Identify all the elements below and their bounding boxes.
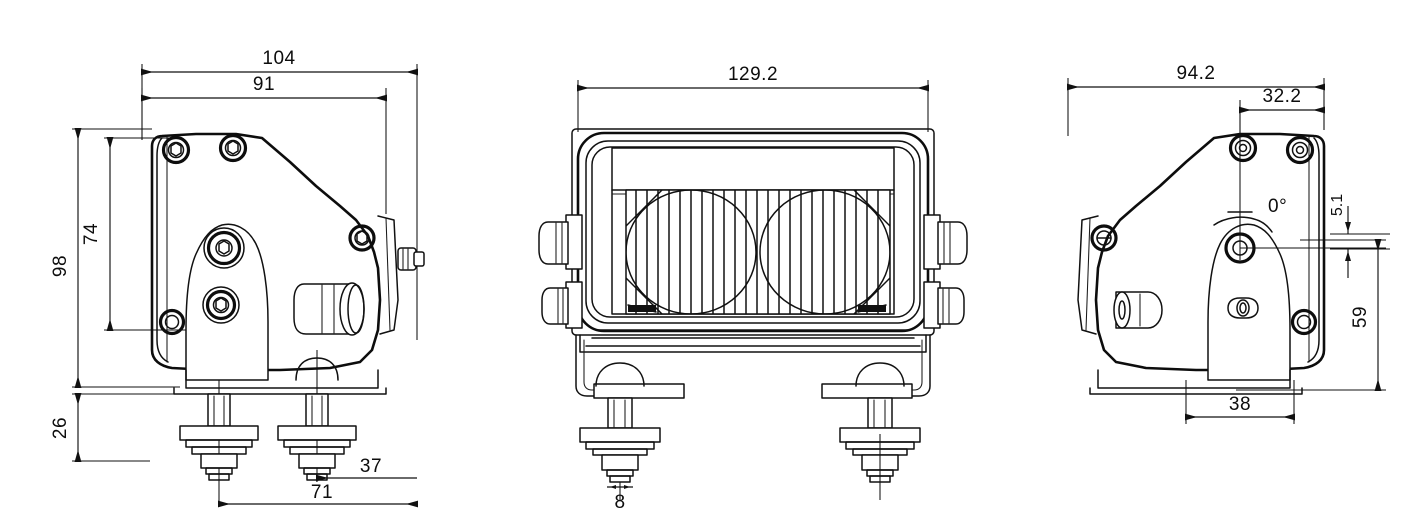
bracket-base-lower (173, 387, 387, 395)
bracket-pad-left (593, 383, 685, 399)
dimension-label-38: 38 (1229, 394, 1251, 415)
top-bolt-right-2 (1228, 133, 1258, 163)
housing-rear-face (156, 137, 169, 363)
lens-clip-right (857, 304, 887, 313)
left-side-view: 104 91 98 74 26 (50, 48, 425, 508)
top-bolt-assembly-2 (218, 133, 248, 163)
bracket-base-plate-right (1097, 369, 1291, 389)
dimension-label-74: 74 (81, 223, 102, 245)
dimension-label-104: 104 (262, 48, 295, 69)
dimension-label-129-2: 129.2 (728, 64, 778, 85)
dimension-129-2: 129.2 (576, 64, 930, 132)
adjuster-plate-inner (385, 217, 391, 331)
bracket-bolt-lower (202, 286, 240, 324)
dimension-8: 8 (607, 485, 633, 513)
stud-assembly-left (179, 393, 259, 481)
right-side-view: 94.2 32.2 5.1 59 (1066, 63, 1390, 424)
housing-bottom-flanges (579, 329, 927, 353)
housing-shell-inner (591, 146, 915, 318)
u-bracket-front (575, 334, 931, 397)
dimension-71: 71 (217, 482, 419, 508)
adjuster-plate (377, 215, 399, 335)
side-bolt-left-right-view (1090, 224, 1118, 252)
dimension-label-94-2: 94.2 (1177, 63, 1216, 84)
bracket-base-lower-right (1089, 387, 1303, 395)
dimension-26: 26 (50, 392, 190, 463)
stud-dome-right (295, 357, 339, 381)
side-connector-right-upper (923, 214, 968, 270)
dimension-32-2: 32.2 (1238, 86, 1326, 142)
side-connector-left-upper (538, 214, 583, 270)
dimension-98: 98 (50, 127, 180, 389)
adjuster-plate-right (1077, 215, 1099, 335)
bottom-bolt-assembly-left (158, 308, 186, 336)
bottom-bolt-right (1290, 308, 1318, 336)
mounting-bracket-right (1207, 223, 1291, 381)
dimension-label-8: 8 (614, 492, 625, 513)
dimension-label-59: 59 (1350, 306, 1371, 328)
top-bolt-right-1 (1285, 135, 1315, 165)
lamp-housing-outline-right (1094, 132, 1326, 372)
mounting-bracket-left (185, 223, 269, 381)
front-view: 129.2 (538, 64, 968, 513)
adjuster-knob (397, 247, 425, 271)
angle-label-0: 0° (1268, 196, 1287, 217)
dimension-91: 91 (140, 74, 388, 214)
adjuster-plate-right-inner (1085, 217, 1091, 331)
lens-clip-left (627, 304, 657, 313)
dimension-104: 104 (140, 48, 419, 340)
dimension-label-32-2: 32.2 (1263, 86, 1302, 107)
lens-flute-pattern (626, 190, 890, 314)
bracket-base-plate (185, 369, 379, 389)
top-bolt-assembly-1 (161, 135, 191, 165)
dimension-label-37: 37 (360, 456, 382, 477)
dimension-38: 38 (1184, 380, 1296, 424)
cable-gland-left (293, 282, 365, 336)
side-connector-left-lower (541, 281, 583, 329)
lamp-housing-outline-left (150, 132, 382, 372)
stud-dome-front-right (855, 362, 905, 387)
stud-assembly-front-left: 8 (579, 397, 661, 513)
side-bolt-assembly-right (348, 224, 376, 252)
dimension-label-91: 91 (253, 74, 275, 95)
cable-gland-right (1113, 291, 1163, 329)
side-connector-right-lower (923, 281, 965, 329)
dimension-label-26: 26 (50, 417, 71, 439)
dimension-label-71: 71 (311, 482, 333, 503)
dimension-37: 37 (315, 456, 417, 482)
dimension-59: 59 (1236, 238, 1386, 392)
dimension-5-1: 5.1 (1329, 194, 1390, 278)
housing-shell-mid (585, 140, 921, 324)
bracket-pad-right (821, 383, 913, 399)
dimension-label-5-1: 5.1 (1329, 194, 1346, 216)
stud-assembly-right (277, 393, 357, 481)
dimension-74: 74 (81, 136, 188, 332)
stud-assembly-front-right (839, 397, 921, 500)
stud-dome-front-left (595, 362, 645, 387)
bracket-adjust-slot (1227, 297, 1259, 319)
lens-boundary (625, 189, 891, 315)
dimension-label-98: 98 (50, 255, 71, 277)
u-bracket-front-inner (583, 339, 923, 391)
bracket-bolt-upper (203, 227, 245, 269)
